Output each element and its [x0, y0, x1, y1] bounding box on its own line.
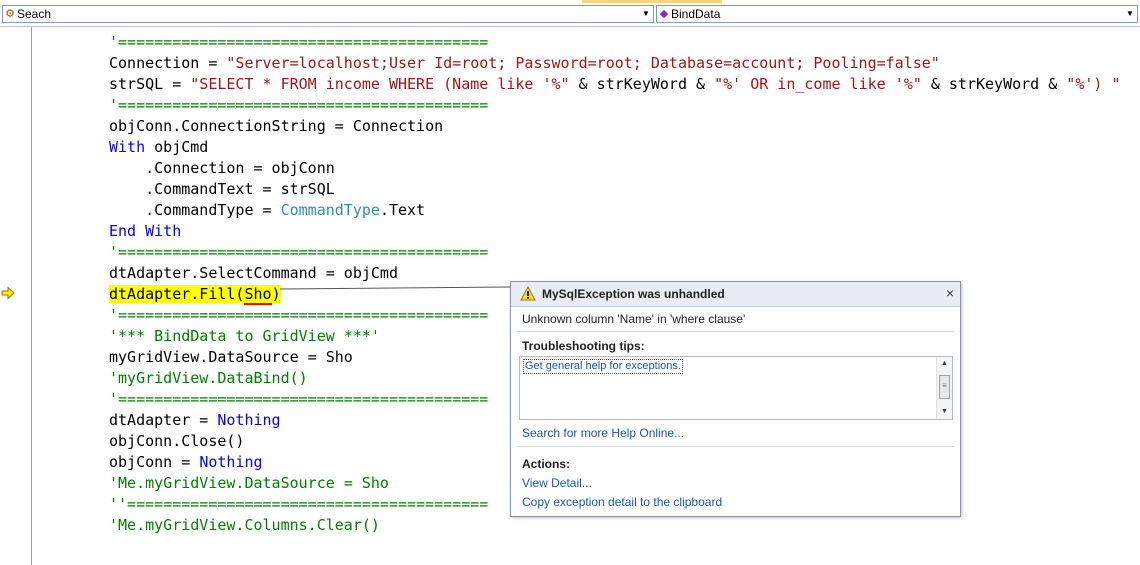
code-line: End With	[109, 221, 181, 242]
code-line: '*** BindData to GridView ***'	[109, 326, 380, 347]
general-help-link[interactable]: Get general help for exceptions.	[523, 359, 683, 374]
indicator-margin[interactable]	[0, 27, 32, 565]
code-text: strSQL =	[109, 75, 191, 93]
exception-header: MySqlException was unhandled ×	[511, 282, 960, 307]
code-text: Connection =	[109, 54, 227, 72]
code-line: '=======================================…	[109, 305, 488, 326]
comment: '=======================================…	[109, 33, 489, 51]
code-line: 'myGridView.DataBind()	[109, 368, 308, 389]
code-line: '=======================================…	[109, 95, 488, 116]
divider	[517, 331, 954, 332]
code-text: dtAdapter.Fill(	[109, 285, 245, 303]
comment: '=======================================…	[109, 243, 489, 261]
error-squiggle: Sho	[244, 285, 272, 305]
code-text: )	[271, 285, 281, 303]
divider	[517, 446, 954, 447]
code-text: & strKeyWord &	[921, 75, 1067, 93]
chevron-down-icon[interactable]: ▼	[1126, 9, 1134, 18]
code-text: & strKeyWord &	[569, 75, 715, 93]
actions-heading: Actions:	[522, 457, 570, 471]
code-line: With objCmd	[109, 137, 208, 158]
navigation-bar: ⚙Seach ▼ ◆BindData ▼	[0, 0, 1140, 27]
code-text: .CommandText = strSQL	[109, 180, 335, 198]
current-statement-line: dtAdapter.Fill(Sho)	[109, 284, 281, 305]
code-line: ''======================================…	[109, 494, 488, 515]
exception-message: Unknown column 'Name' in 'where clause'	[522, 312, 746, 326]
troubleshooting-tips-list[interactable]: Get general help for exceptions. ▲ ≡ ▼	[519, 356, 953, 420]
code-line: '=======================================…	[109, 389, 488, 410]
code-text: objCmd	[145, 138, 209, 156]
scroll-up-icon[interactable]: ▲	[941, 360, 948, 367]
view-detail-link[interactable]: View Detail...	[522, 476, 592, 490]
code-line: dtAdapter.SelectCommand = objCmd	[109, 263, 398, 284]
code-line: 'Me.myGridView.Columns.Clear()	[109, 515, 380, 536]
comment: 'myGridView.DataBind()	[109, 369, 308, 387]
type-dropdown-value: Seach	[17, 7, 52, 21]
keyword: With	[109, 138, 146, 156]
code-line: Connection = "Server=localhost;User Id=r…	[109, 53, 940, 74]
code-text: .CommandType =	[109, 201, 281, 219]
member-dropdown-value: BindData	[671, 7, 721, 21]
code-line: .CommandText = strSQL	[109, 179, 335, 200]
exception-assistant: MySqlException was unhandled × Unknown c…	[510, 281, 961, 517]
string-literal: "%' OR in_come like '%"	[714, 75, 922, 93]
exception-connector	[280, 286, 512, 290]
warning-icon	[520, 286, 536, 301]
code-text: .Connection = objConn	[109, 159, 335, 177]
code-text: objConn =	[109, 453, 200, 471]
current-statement-arrow-icon	[1, 286, 15, 300]
code-text: .Text	[379, 201, 426, 219]
troubleshooting-tips-heading: Troubleshooting tips:	[522, 339, 645, 353]
code-line: '=======================================…	[109, 32, 488, 53]
member-dropdown[interactable]: ◆BindData ▼	[656, 5, 1138, 23]
comment: '=======================================…	[109, 306, 489, 324]
string-literal: "Server=localhost;User Id=root; Password…	[226, 54, 940, 72]
code-text: objConn.ConnectionString = Connection	[109, 117, 444, 135]
code-text: myGridView.DataSource = Sho	[109, 348, 353, 366]
code-text: objConn.Close()	[109, 432, 245, 450]
comment: '=======================================…	[109, 96, 489, 114]
tips-scrollbar[interactable]: ▲ ≡ ▼	[936, 357, 952, 419]
search-help-online-link[interactable]: Search for more Help Online...	[522, 426, 685, 440]
class-icon: ⚙	[5, 8, 15, 20]
comment: '=======================================…	[109, 390, 489, 408]
tab-accent	[582, 0, 722, 3]
comment: 'Me.myGridView.DataSource = Sho	[109, 474, 389, 492]
code-line: 'Me.myGridView.DataSource = Sho	[109, 473, 389, 494]
keyword: End With	[109, 222, 182, 240]
comment: 'Me.myGridView.Columns.Clear()	[109, 516, 380, 534]
code-text: dtAdapter =	[109, 411, 218, 429]
code-line: .Connection = objConn	[109, 158, 335, 179]
copy-exception-detail-link[interactable]: Copy exception detail to the clipboard	[522, 495, 723, 509]
code-line: objConn.ConnectionString = Connection	[109, 116, 443, 137]
margin-divider	[31, 27, 32, 565]
code-line: objConn.Close()	[109, 431, 244, 452]
exception-title: MySqlException was unhandled	[542, 287, 725, 301]
string-literal: "SELECT * FROM income WHERE (Name like '…	[190, 75, 570, 93]
string-literal: "%') "	[1066, 75, 1121, 93]
code-line: strSQL = "SELECT * FROM income WHERE (Na…	[109, 74, 1120, 95]
method-icon: ◆	[659, 8, 669, 20]
scroll-down-icon[interactable]: ▼	[941, 408, 948, 415]
type-dropdown[interactable]: ⚙Seach ▼	[2, 5, 654, 23]
code-line: objConn = Nothing	[109, 452, 263, 473]
code-line: dtAdapter = Nothing	[109, 410, 281, 431]
comment: '*** BindData to GridView ***'	[109, 327, 380, 345]
code-line: '=======================================…	[109, 242, 488, 263]
close-icon[interactable]: ×	[945, 285, 954, 301]
comment: ''======================================…	[109, 495, 489, 513]
current-statement-highlight: dtAdapter.Fill(Sho)	[109, 285, 281, 305]
code-line: myGridView.DataSource = Sho	[109, 347, 353, 368]
keyword: Nothing	[199, 453, 263, 471]
code-line: .CommandType = CommandType.Text	[109, 200, 425, 221]
keyword: Nothing	[217, 411, 281, 429]
type-name: CommandType	[280, 201, 380, 219]
chevron-down-icon[interactable]: ▼	[642, 9, 650, 18]
code-text: dtAdapter.SelectCommand = objCmd	[109, 264, 398, 282]
scroll-thumb[interactable]: ≡	[939, 375, 950, 399]
